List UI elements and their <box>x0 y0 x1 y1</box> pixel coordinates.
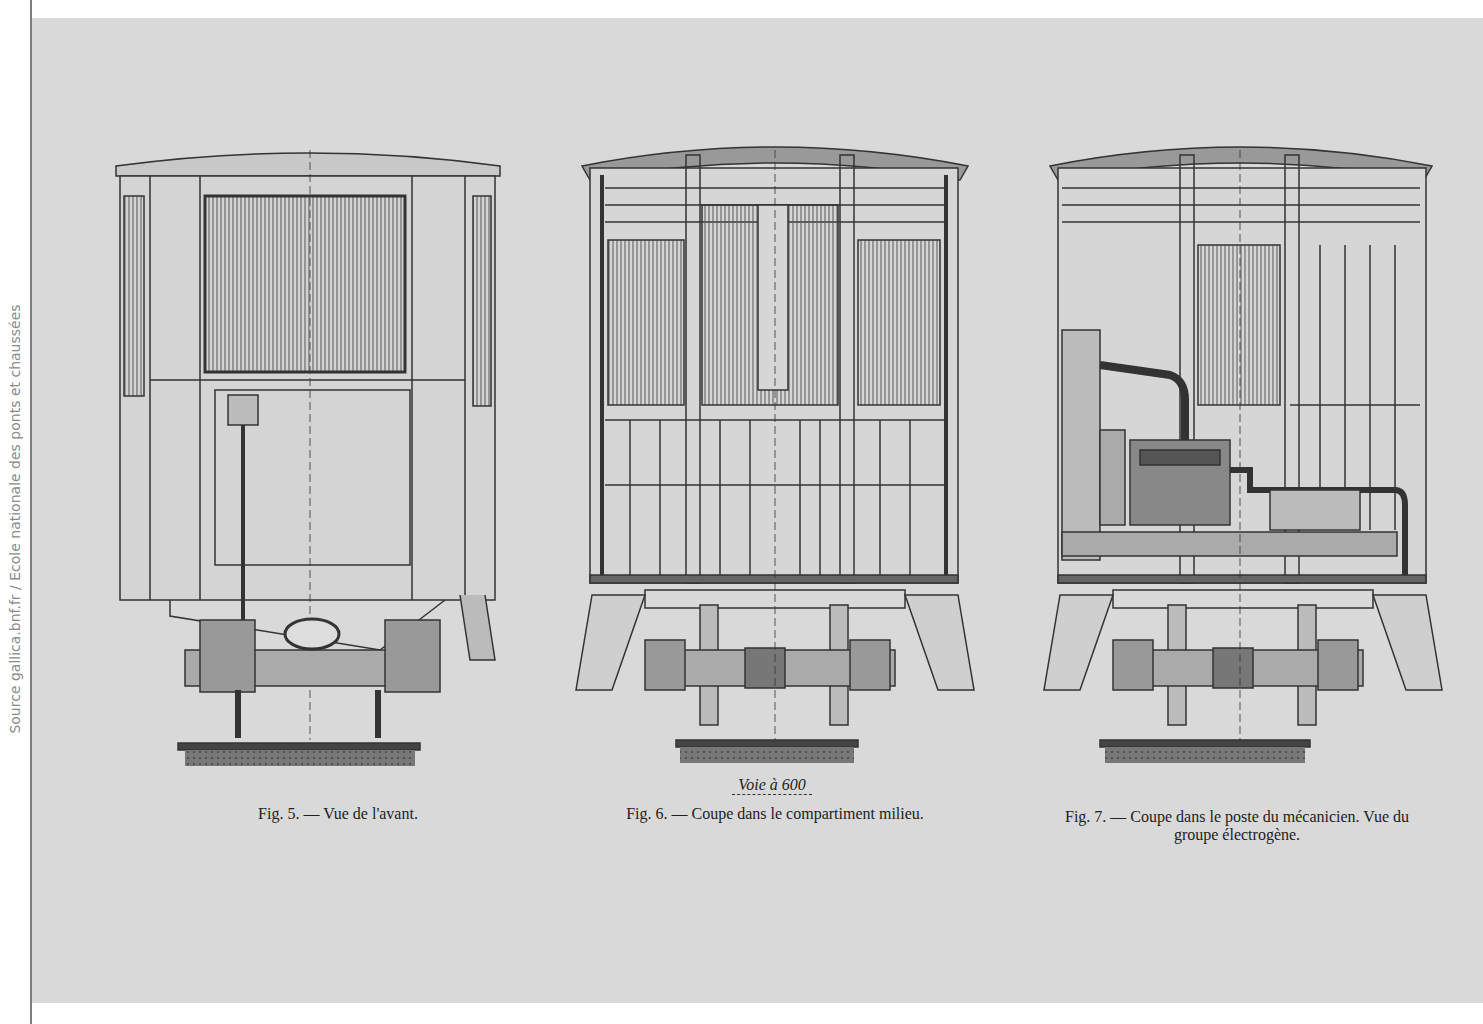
watermark: Source gallica.bnf.fr / Ecole nationale … <box>6 19 24 1019</box>
middle-section <box>576 147 974 763</box>
gauge-dimension: Voie à 600 <box>732 776 812 795</box>
figure-caption: Fig. 7. — Coupe dans le poste du mécanic… <box>1062 808 1412 844</box>
driver-section <box>1044 147 1442 763</box>
figure-caption: Fig. 6. — Coupe dans le compartiment mil… <box>600 805 950 823</box>
figure-caption: Fig. 5. — Vue de l'avant. <box>168 805 508 823</box>
front-view <box>116 150 500 766</box>
